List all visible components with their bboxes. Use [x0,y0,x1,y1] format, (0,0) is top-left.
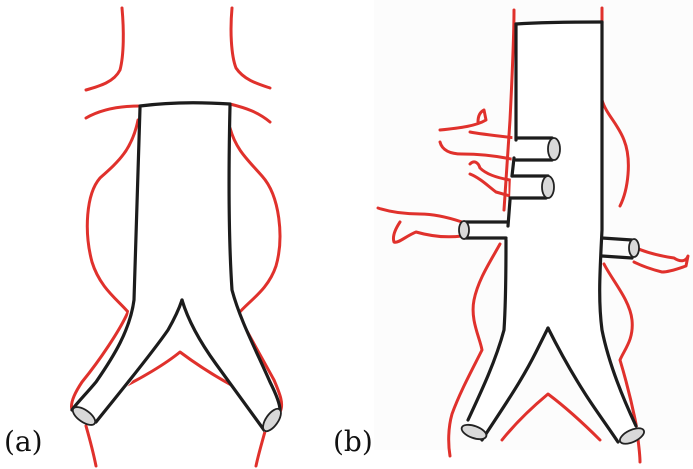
right-renal-stub [602,238,632,258]
left-renal-stub [464,222,508,238]
panel-b [370,0,693,469]
celiac-stub-cap [548,138,560,160]
right-renal-stub-cap [629,239,639,257]
panel-a: (a) [0,0,320,469]
right-renal-branch [632,246,688,272]
upper-aorta-left-wall [86,8,123,90]
left-renal-branch [378,208,462,242]
celiac-branch [440,132,516,160]
upper-aorta-right-wall [231,8,270,88]
stent-graft-a [70,103,284,434]
thoracic-right-wall [602,8,628,206]
renal-right-line [230,104,270,122]
panel-label-a: (a) [4,428,43,456]
left-iliac-tail [86,426,96,466]
panel-label-b: (b) [333,428,373,456]
renal-left-line [86,106,140,118]
left-renal-stub-cap [459,221,469,239]
iliac-crotch-b [502,394,600,440]
stent-graft-b [459,22,646,447]
right-iliac-tail [256,428,266,466]
panel-b-drawing [370,0,693,469]
sma-stub-cap [542,176,554,198]
panel-a-drawing [0,0,320,469]
celiac-branch-upper [440,110,486,130]
